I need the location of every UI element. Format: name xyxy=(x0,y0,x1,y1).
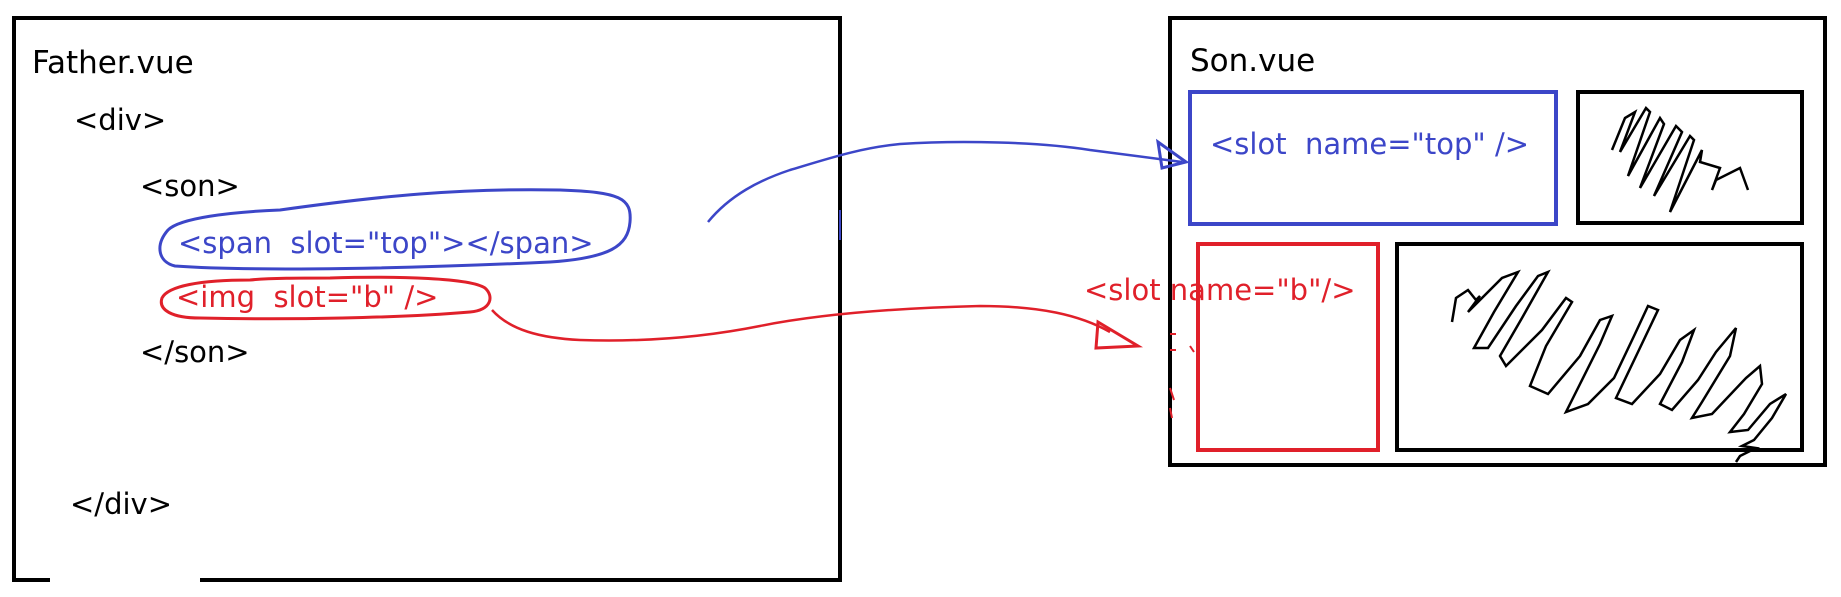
slot-top-box xyxy=(1188,90,1558,226)
son-close-line: </son> xyxy=(140,335,250,369)
div-close-line: </div> xyxy=(70,487,172,521)
blue-arrow-line xyxy=(707,140,1183,223)
father-frame xyxy=(12,16,842,582)
son-title: Son.vue xyxy=(1190,43,1316,79)
slot-b-label: <slot name="b"/> xyxy=(1084,273,1356,307)
bottom-scribble xyxy=(1450,269,1788,463)
span-circle xyxy=(158,188,632,271)
son-open-line: <son> xyxy=(140,169,240,203)
slot-b-box xyxy=(1196,242,1380,452)
span-slot-line: <span slot="top"></span> xyxy=(178,226,594,260)
red-arrowhead xyxy=(1094,319,1144,350)
bottom-right-box xyxy=(1395,242,1804,452)
father-title: Father.vue xyxy=(32,45,194,81)
top-right-box xyxy=(1576,90,1804,225)
son-frame xyxy=(1168,16,1827,467)
top-scribble xyxy=(1610,105,1750,213)
slot-top-label: <slot name="top" /> xyxy=(1210,127,1530,161)
img-slot-line: <img slot="b" /> xyxy=(176,280,439,314)
div-open-line: <div> xyxy=(74,103,167,137)
blue-arrowhead xyxy=(1155,138,1190,170)
img-circle xyxy=(159,275,492,321)
red-arrow-line xyxy=(491,304,1111,342)
red-dashes xyxy=(1169,333,1195,419)
